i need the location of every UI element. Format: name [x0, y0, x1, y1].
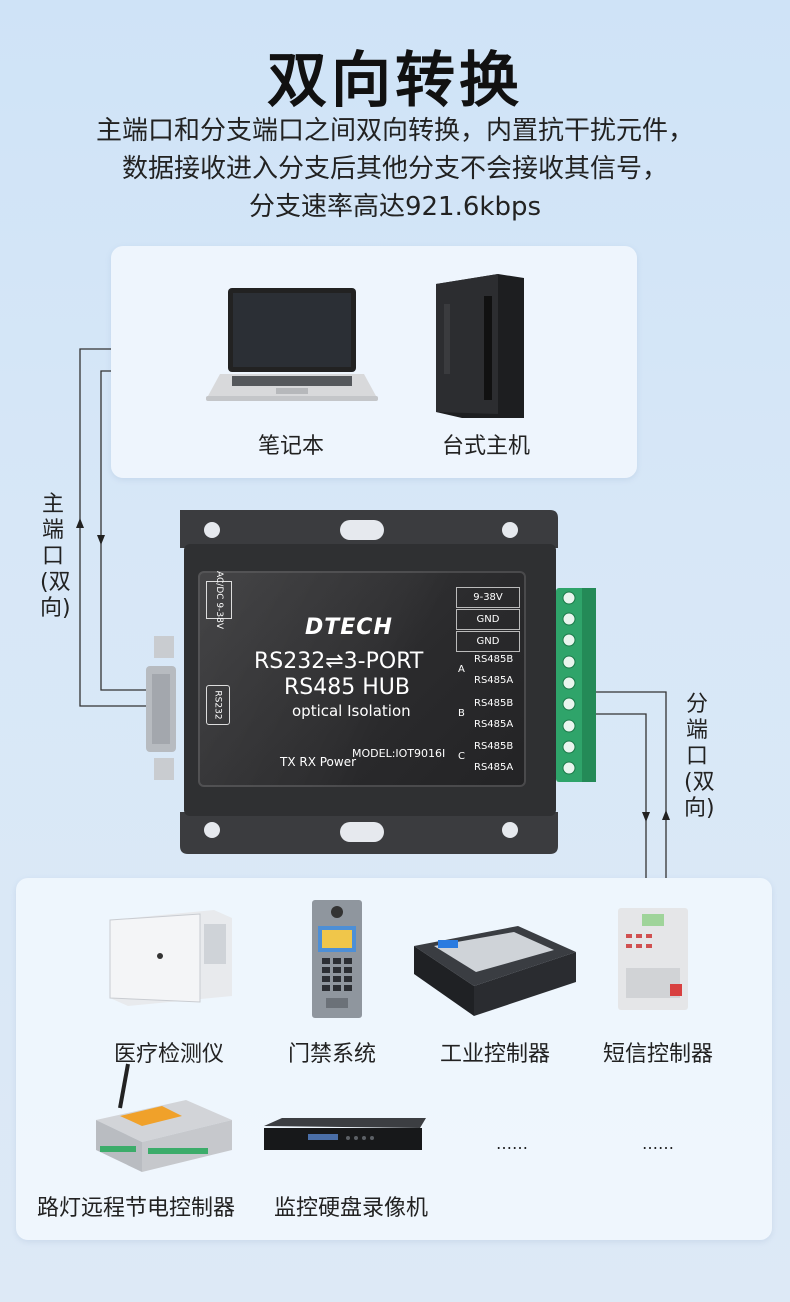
terminal-b-rs485a: RS485A	[474, 719, 514, 730]
terminal-group-b-label: B	[458, 708, 465, 719]
terminal-power: 9-38V	[456, 587, 520, 608]
desktop-tower-icon	[436, 274, 524, 418]
terminal-group-c-label: C	[458, 751, 465, 762]
desc-line-3: 分支速率高达921.6kbps	[248, 192, 542, 222]
device-label-desktop: 台式主机	[441, 434, 530, 459]
device-label-laptop: 笔记本	[257, 434, 324, 459]
terminal-gnd-2: GND	[456, 631, 520, 652]
hub-title-line-1: RS232⇌3-PORT	[254, 649, 424, 674]
db9-connector	[146, 636, 176, 780]
host-devices-panel	[111, 246, 637, 478]
brand-logo: DTECH	[305, 615, 393, 640]
terminal-c-rs485b: RS485B	[474, 741, 514, 752]
hub-title-line-2: RS485 HUB	[284, 675, 410, 700]
terminal-block	[556, 588, 596, 782]
desc-line-1: 主端口和分支端口之间双向转换，内置抗干扰元件，	[95, 116, 694, 146]
door-intercom-icon	[312, 900, 362, 1018]
led-labels: TX RX Power	[280, 755, 357, 769]
more-devices-1: ……	[496, 1134, 528, 1153]
rs232-port-label: RS232	[206, 685, 230, 725]
more-devices-2: ……	[642, 1134, 674, 1153]
terminal-group-a-label: A	[458, 664, 465, 675]
dvr-recorder-icon	[264, 1118, 426, 1150]
description: 主端口和分支端口之间双向转换，内置抗干扰元件， 数据接收进入分支后其他分支不会接…	[0, 112, 790, 226]
desc-line-2: 数据接收进入分支后其他分支不会接收其信号，	[121, 154, 668, 184]
terminal-a-rs485b: RS485B	[474, 654, 514, 665]
hub-front-panel: AC/DC 9-38V RS232 DTECH RS232⇌3-PORT RS4…	[198, 571, 526, 787]
device-label-dvr: 监控硬盘录像机	[273, 1196, 428, 1221]
hub-title-line-3: optical Isolation	[292, 702, 411, 720]
sms-controller-icon	[618, 908, 688, 1010]
main-port-label: 主端口(双向)	[40, 492, 71, 621]
branch-port-label: 分端口(双向)	[684, 692, 715, 821]
terminal-b-rs485b: RS485B	[474, 698, 514, 709]
device-label-access: 门禁系统	[287, 1042, 376, 1067]
terminal-c-rs485a: RS485A	[474, 762, 514, 773]
device-label-sms: 短信控制器	[602, 1042, 713, 1067]
power-input-label: AC/DC 9-38V	[206, 571, 232, 629]
page-title: 双向转换	[267, 46, 523, 116]
device-label-medical: 医疗检测仪	[113, 1042, 224, 1067]
device-label-industrial: 工业控制器	[439, 1042, 550, 1067]
laptop-icon	[206, 288, 378, 401]
medical-analyzer-icon	[109, 910, 232, 1006]
terminal-gnd-1: GND	[456, 609, 520, 630]
streetlight-controller-icon	[96, 1063, 232, 1172]
device-label-streetlight: 路灯远程节电控制器	[36, 1196, 235, 1221]
model-number: MODEL:IOT9016I	[352, 747, 446, 760]
industrial-plc-icon	[414, 926, 576, 1016]
terminal-a-rs485a: RS485A	[474, 675, 514, 686]
